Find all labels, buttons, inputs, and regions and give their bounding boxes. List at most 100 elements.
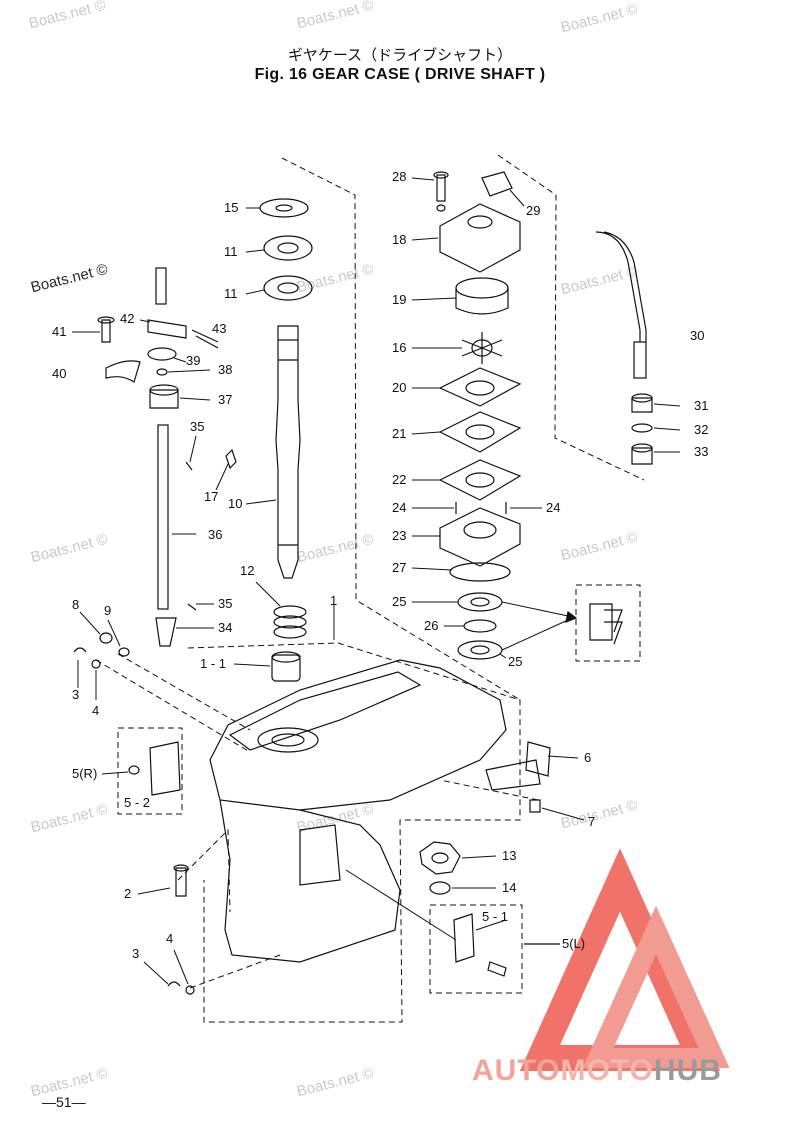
bracket-6 xyxy=(525,741,551,777)
seal-detail-box xyxy=(575,584,641,662)
rod-upper xyxy=(155,267,167,305)
bolt-2 xyxy=(175,867,187,897)
gear-case-top xyxy=(209,659,507,811)
gear-case-body xyxy=(219,799,401,963)
callout-29: 29 xyxy=(526,203,541,218)
callout-5-1: 5 - 1 xyxy=(482,909,509,924)
callout-33: 33 xyxy=(694,444,709,459)
plate-40 xyxy=(105,360,141,383)
washer-4-upper xyxy=(91,659,101,669)
nut-8 xyxy=(99,632,113,644)
callout-38: 38 xyxy=(218,362,233,377)
callout-26: 26 xyxy=(424,618,439,633)
grommet-31 xyxy=(631,397,653,413)
callout-11: 11 xyxy=(224,244,238,259)
gasket-20 xyxy=(438,367,522,407)
callout-13: 13 xyxy=(502,848,517,863)
callout-4: 4 xyxy=(166,931,174,946)
shift-rod-36 xyxy=(157,424,169,610)
spring-12 xyxy=(273,605,307,619)
bolt-3-upper xyxy=(73,647,87,653)
callout-27: 27 xyxy=(392,560,407,575)
callout-14: 14 xyxy=(502,880,517,895)
callout-41: 41 xyxy=(52,324,67,339)
callout-25: 25 xyxy=(392,594,407,609)
callout-32: 32 xyxy=(694,422,709,437)
callout-36: 36 xyxy=(208,527,223,542)
callout-18: 18 xyxy=(392,232,407,247)
pin-35 xyxy=(185,461,193,471)
callout-42: 42 xyxy=(120,311,135,326)
callout-22: 22 xyxy=(392,472,407,487)
insert-19 xyxy=(455,277,509,299)
pump-guide-line xyxy=(497,154,645,481)
callout-2: 2 xyxy=(124,886,132,901)
automotohub-logo-text: AUTOMOTOHUB xyxy=(472,1054,722,1088)
callout-35: 35 xyxy=(218,596,233,611)
grommet-29 xyxy=(481,171,513,197)
figure-title: Fig. 16 GEAR CASE ( DRIVE SHAFT ) xyxy=(254,66,546,83)
callout-24: 24 xyxy=(392,500,407,515)
bolt-28 xyxy=(436,174,446,202)
logo-text-auto: AUTO xyxy=(472,1054,561,1087)
callout-12: 12 xyxy=(240,563,255,578)
anode-5-2 xyxy=(149,741,181,796)
callout-3: 3 xyxy=(132,946,140,961)
washer-4-lower xyxy=(185,985,195,995)
anode-l-box xyxy=(429,904,523,994)
o-ring-38 xyxy=(156,368,168,376)
figure-title-japanese: ギヤケース（ドライブシャフト） xyxy=(287,46,513,64)
anode-r-box xyxy=(117,727,183,815)
bolt-7 xyxy=(529,799,541,813)
callout-25: 25 xyxy=(508,654,523,669)
gasket-22 xyxy=(438,459,522,501)
link-42 xyxy=(147,319,187,339)
o-ring-27 xyxy=(449,562,511,582)
callout-43: 43 xyxy=(212,321,227,336)
callout-6: 6 xyxy=(584,750,592,765)
key-17 xyxy=(225,448,237,470)
o-ring-32 xyxy=(631,423,653,433)
water-tube-30 xyxy=(595,231,641,342)
callout-34: 34 xyxy=(218,620,233,635)
callout-35: 35 xyxy=(190,419,205,434)
callout-8: 8 xyxy=(72,597,80,612)
callout-30: 30 xyxy=(690,328,705,343)
logo-text-hub: HUB xyxy=(653,1054,722,1087)
callout-40: 40 xyxy=(52,366,67,381)
callout-9: 9 xyxy=(104,603,112,618)
page-number: —51— xyxy=(42,1094,86,1110)
washer-15 xyxy=(259,198,309,218)
washer-9 xyxy=(118,647,130,657)
plate-21 xyxy=(438,411,522,453)
callout-5-2: 5 - 2 xyxy=(124,795,151,810)
bolt-5-1 xyxy=(487,961,507,977)
callout-1: 1 xyxy=(330,593,338,608)
callout-5r: 5(R) xyxy=(72,766,98,781)
drive-shaft-guide-line xyxy=(281,157,521,701)
callout-21: 21 xyxy=(392,426,407,441)
callout-17: 17 xyxy=(204,489,219,504)
spacer-26 xyxy=(463,619,497,633)
callout-1-1: 1 - 1 xyxy=(200,656,227,671)
seal-25-upper xyxy=(457,592,503,612)
anode-5-1 xyxy=(453,913,475,963)
bearing-11-lower xyxy=(263,275,313,301)
callout-19: 19 xyxy=(392,292,407,307)
callout-16: 16 xyxy=(392,340,407,355)
callout-20: 20 xyxy=(392,380,407,395)
seal-25-lower xyxy=(457,640,503,660)
shift-cam-34 xyxy=(155,617,177,647)
callout-23: 23 xyxy=(392,528,407,543)
drive-shaft-10 xyxy=(275,325,301,579)
impeller-16 xyxy=(461,332,503,364)
callout-5l: 5(L) xyxy=(562,936,586,951)
pump-case-18 xyxy=(439,203,521,273)
callout-39: 39 xyxy=(186,353,201,368)
sleeve-1-1 xyxy=(271,654,301,682)
bolt-41 xyxy=(101,319,111,343)
callout-3: 3 xyxy=(72,687,80,702)
bolt-3-lower xyxy=(167,981,181,987)
callout-31: 31 xyxy=(694,398,709,413)
